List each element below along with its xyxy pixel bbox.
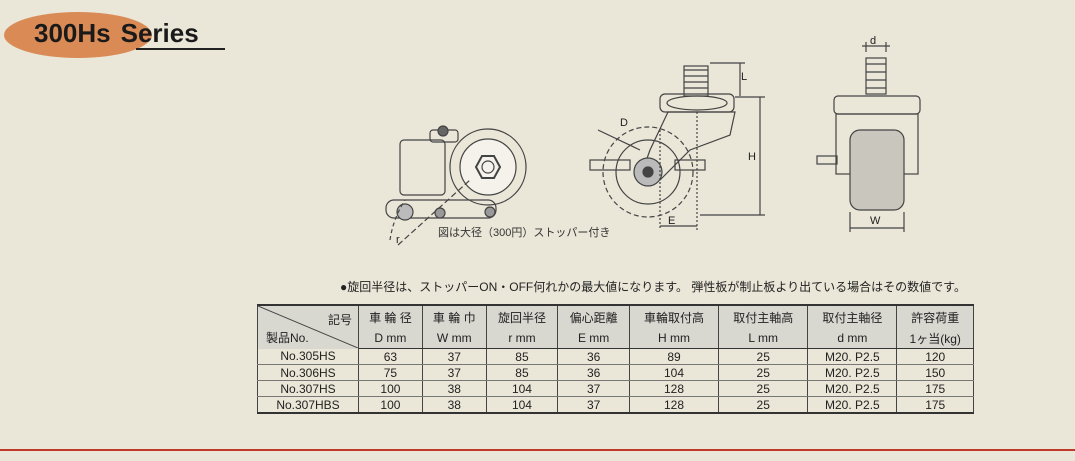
table-cell: 25 xyxy=(718,396,809,414)
dim-label-D: D xyxy=(620,117,628,129)
table-cell: 100 xyxy=(358,380,423,397)
table-cell: M20. P2.5 xyxy=(807,348,898,365)
caster-side-view xyxy=(589,62,765,230)
table-row: No.307HS 100 38 104 37 128 25 M20. P2.5 … xyxy=(257,380,974,397)
col-header-jp: 車 輪 巾 xyxy=(421,304,487,328)
dim-label-r: r xyxy=(396,234,400,246)
product-no: No.307HBS xyxy=(257,396,359,414)
dim-label-d: d xyxy=(870,35,876,47)
col-header-unit: H mm xyxy=(628,328,720,349)
title-series: Series xyxy=(120,18,199,48)
col-header-unit: D mm xyxy=(358,328,423,349)
col-header-unit: E mm xyxy=(557,328,630,349)
table-cell: 100 xyxy=(358,396,423,414)
table-cell: 36 xyxy=(557,348,630,365)
col-header-unit: d mm xyxy=(807,328,898,349)
title-oval xyxy=(4,12,152,58)
col-header-unit: 1ヶ当(kg) xyxy=(896,328,974,349)
table-cell: 175 xyxy=(896,396,974,414)
title-underline xyxy=(136,48,225,50)
table-cell: 75 xyxy=(358,364,423,381)
table-row: No.307HBS 100 38 104 37 128 25 M20. P2.5… xyxy=(257,396,974,414)
col-header-jp: 取付主軸高 xyxy=(718,304,809,328)
bottom-accent-line xyxy=(0,449,1075,451)
product-no: No.306HS xyxy=(257,364,359,381)
table-cell: 25 xyxy=(718,364,809,381)
col-header-jp: 許容荷重 xyxy=(896,304,974,328)
table-cell: 38 xyxy=(421,396,487,414)
figure-caption: 図は大径（300円）ストッパー付き xyxy=(438,227,611,239)
dim-label-H: H xyxy=(748,151,756,163)
col-header-jp: 取付主軸径 xyxy=(807,304,898,328)
table-cell: 37 xyxy=(557,380,630,397)
table-cell: 38 xyxy=(421,380,487,397)
dim-label-L: L xyxy=(741,71,747,83)
table-cell: 25 xyxy=(718,348,809,365)
table-cell: 37 xyxy=(421,348,487,365)
dim-label-E: E xyxy=(668,215,675,227)
table-cell: 150 xyxy=(896,364,974,381)
table-cell: 36 xyxy=(557,364,630,381)
corner-top-label: 記号 xyxy=(327,313,352,327)
table-cell: 120 xyxy=(896,348,974,365)
table-cell: 104 xyxy=(485,396,559,414)
caster-top-view xyxy=(385,125,527,246)
col-header-unit: r mm xyxy=(485,328,559,349)
table-cell: M20. P2.5 xyxy=(807,380,898,397)
table-cell: 63 xyxy=(358,348,423,365)
table-cell: 85 xyxy=(485,348,559,365)
product-no: No.305HS xyxy=(257,348,359,365)
table-cell: 128 xyxy=(628,396,720,414)
table-cell: 104 xyxy=(485,380,559,397)
spec-note: ●旋回半径は、ストッパーON・OFF何れかの最大値になります。 弾性板が制止板よ… xyxy=(340,280,966,294)
col-header-jp: 車輪取付高 xyxy=(628,304,720,328)
corner-bottom-label: 製品No. xyxy=(266,330,309,345)
col-header-jp: 旋回半径 xyxy=(485,304,559,328)
product-no: No.307HS xyxy=(257,380,359,397)
table-cell: 37 xyxy=(421,364,487,381)
col-header-jp: 偏心距離 xyxy=(557,304,630,328)
table-row: No.305HS 63 37 85 36 89 25 M20. P2.5 120 xyxy=(257,348,974,365)
table-cell: M20. P2.5 xyxy=(807,364,898,381)
table-cell: 25 xyxy=(718,380,809,397)
page-title: 300Hs Series xyxy=(34,16,199,50)
table-row: No.306HS 75 37 85 36 104 25 M20. P2.5 15… xyxy=(257,364,974,381)
col-header-jp: 車 輪 径 xyxy=(358,304,423,328)
table-cell: M20. P2.5 xyxy=(807,396,898,414)
table-cell: 128 xyxy=(628,380,720,397)
col-header-unit: L mm xyxy=(718,328,809,349)
dim-label-W: W xyxy=(870,215,881,227)
corner-cell: 記号 製品No. xyxy=(257,304,359,349)
spec-table: 記号 製品No. 車 輪 径 車 輪 巾 旋回半径 偏心距離 車輪取付高 取付主… xyxy=(257,304,974,414)
table-cell: 175 xyxy=(896,380,974,397)
caster-drawings: L H d W E D r xyxy=(385,35,921,246)
col-header-unit: W mm xyxy=(421,328,487,349)
table-cell: 104 xyxy=(628,364,720,381)
corner-diagonal xyxy=(258,306,358,348)
table-cell: 89 xyxy=(628,348,720,365)
table-cell: 37 xyxy=(557,396,630,414)
table-cell: 85 xyxy=(485,364,559,381)
caster-front-view xyxy=(816,42,921,232)
title-model: 300Hs xyxy=(34,18,111,48)
